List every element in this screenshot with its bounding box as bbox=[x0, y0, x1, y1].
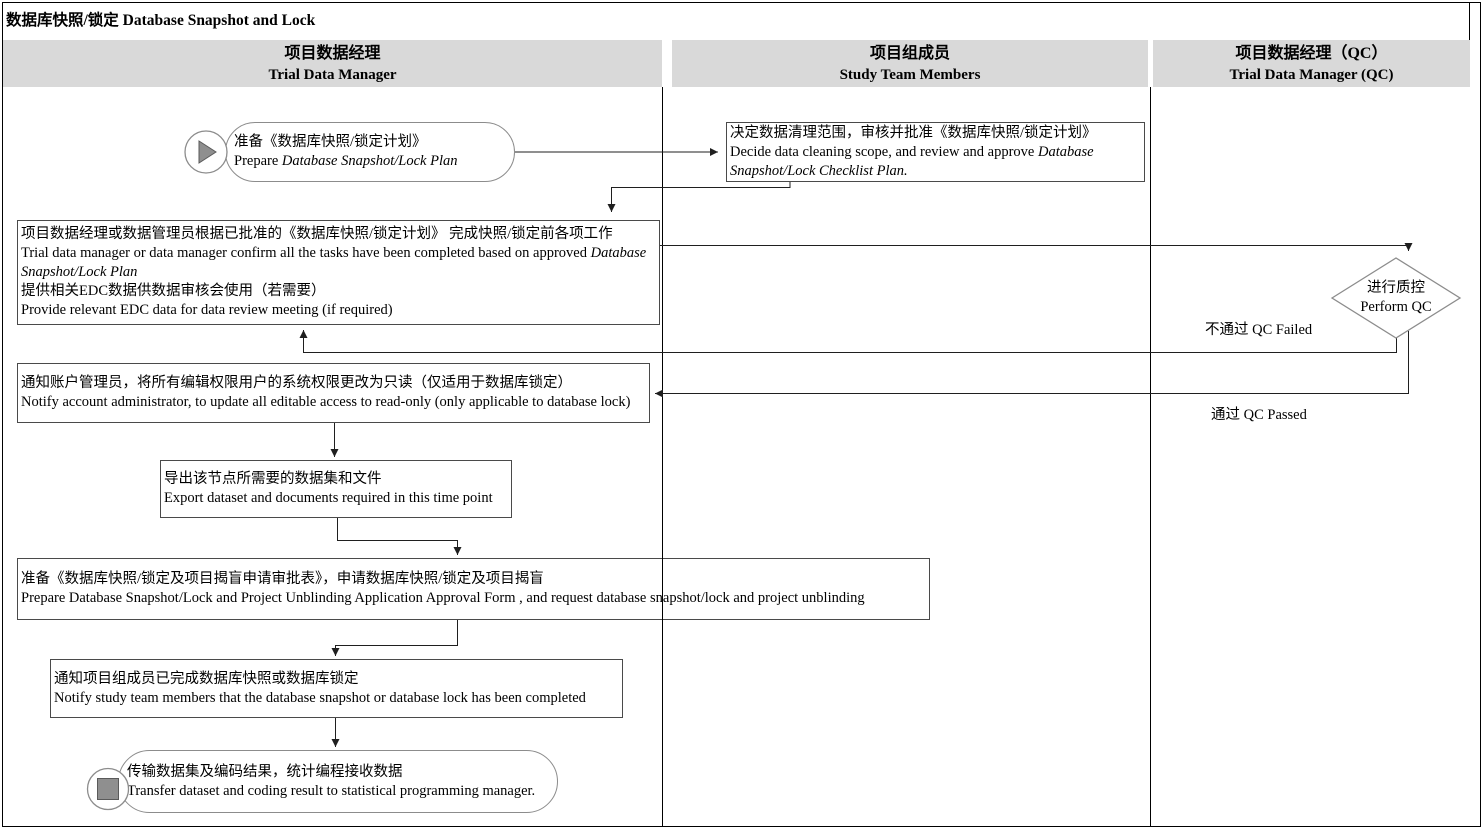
lane-title-en: Study Team Members bbox=[839, 66, 981, 83]
lane-title-zh: 项目数据经理 bbox=[284, 44, 381, 62]
pre-lock-tasks-box: 项目数据经理或数据管理员根据已批准的《数据库快照/锁定计划》 完成快照/锁定前各… bbox=[17, 220, 660, 325]
connector-approval-form-to-notify-team bbox=[331, 620, 458, 656]
lane-title-en: Trial Data Manager (QC) bbox=[1229, 66, 1394, 83]
connector-export-to-approval-form bbox=[337, 518, 462, 555]
qc-passed-label: 通过 QC Passed bbox=[1211, 407, 1307, 423]
connector-pretasks-to-qc bbox=[660, 243, 1413, 251]
qc-failed-label: 不通过 QC Failed bbox=[1205, 322, 1313, 338]
decide-scope-box: 决定数据清理范围，审核并批准《数据库快照/锁定计划》Decide data cl… bbox=[726, 122, 1145, 182]
notify-account-admin-box: 通知账户管理员，将所有编辑权限用户的系统权限更改为只读（仅适用于数据库锁定）No… bbox=[17, 363, 650, 423]
start-node: 准备《数据库快照/锁定计划》Prepare Database Snapshot/… bbox=[225, 122, 515, 182]
connector-decide-to-pretasks bbox=[607, 182, 791, 212]
lane-title-zh: 项目数据经理（QC） bbox=[1235, 44, 1388, 62]
lane-title-en: Trial Data Manager bbox=[268, 66, 397, 83]
lane-header-trial-data-manager: 项目数据经理 Trial Data Manager bbox=[3, 40, 662, 87]
start-circle bbox=[184, 130, 228, 174]
connector-qc-passed-to-notify-admin bbox=[655, 331, 1409, 398]
lane-header-study-team-members: 项目组成员 Study Team Members bbox=[672, 40, 1148, 87]
lane-header-trial-data-manager-qc: 项目数据经理（QC） Trial Data Manager (QC) bbox=[1153, 40, 1470, 87]
lane-title-zh: 项目组成员 bbox=[869, 44, 950, 62]
page-title: 数据库快照/锁定 Database Snapshot and Lock bbox=[6, 12, 316, 29]
play-icon bbox=[198, 140, 217, 164]
stop-icon bbox=[97, 778, 119, 800]
